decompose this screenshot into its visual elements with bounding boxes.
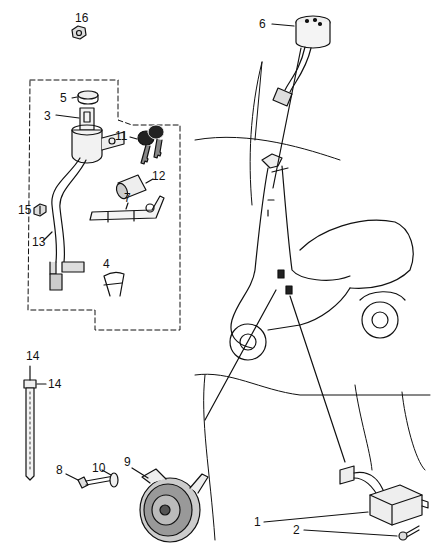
callout-number: 5 [60,92,67,104]
callout-number: 4 [103,258,110,270]
callout-number: 13 [32,236,45,248]
clip [104,272,124,296]
callout-number: 2 [293,524,300,536]
callout-number: 16 [75,12,88,24]
callout-number: 12 [152,170,165,182]
screw [304,526,419,540]
nut [72,26,86,39]
callout-number: 14 [26,350,39,362]
callout-number: 3 [44,110,51,122]
callout-number: 6 [259,18,266,30]
cable-strap [24,366,46,480]
callout-number: 11 [115,130,127,142]
screw [34,204,46,216]
callout-number: 10 [92,462,105,474]
callout-number: 1 [254,516,261,528]
callout-number: 9 [124,456,131,468]
relay [264,466,428,525]
view-frame [195,62,430,540]
callout-number: 7 [124,192,131,204]
horn [132,468,208,542]
group-outline [28,80,180,330]
callout-number: 8 [56,464,63,476]
ignition-switch [56,108,124,163]
callout-number: 14 [48,378,61,390]
callout-number: 15 [18,204,31,216]
connector [272,16,330,106]
keys [130,125,164,164]
wire-harness [44,158,86,290]
switch-cap [72,91,98,104]
scooter [205,48,413,462]
seat-lock [114,175,153,200]
bolt [66,474,114,488]
